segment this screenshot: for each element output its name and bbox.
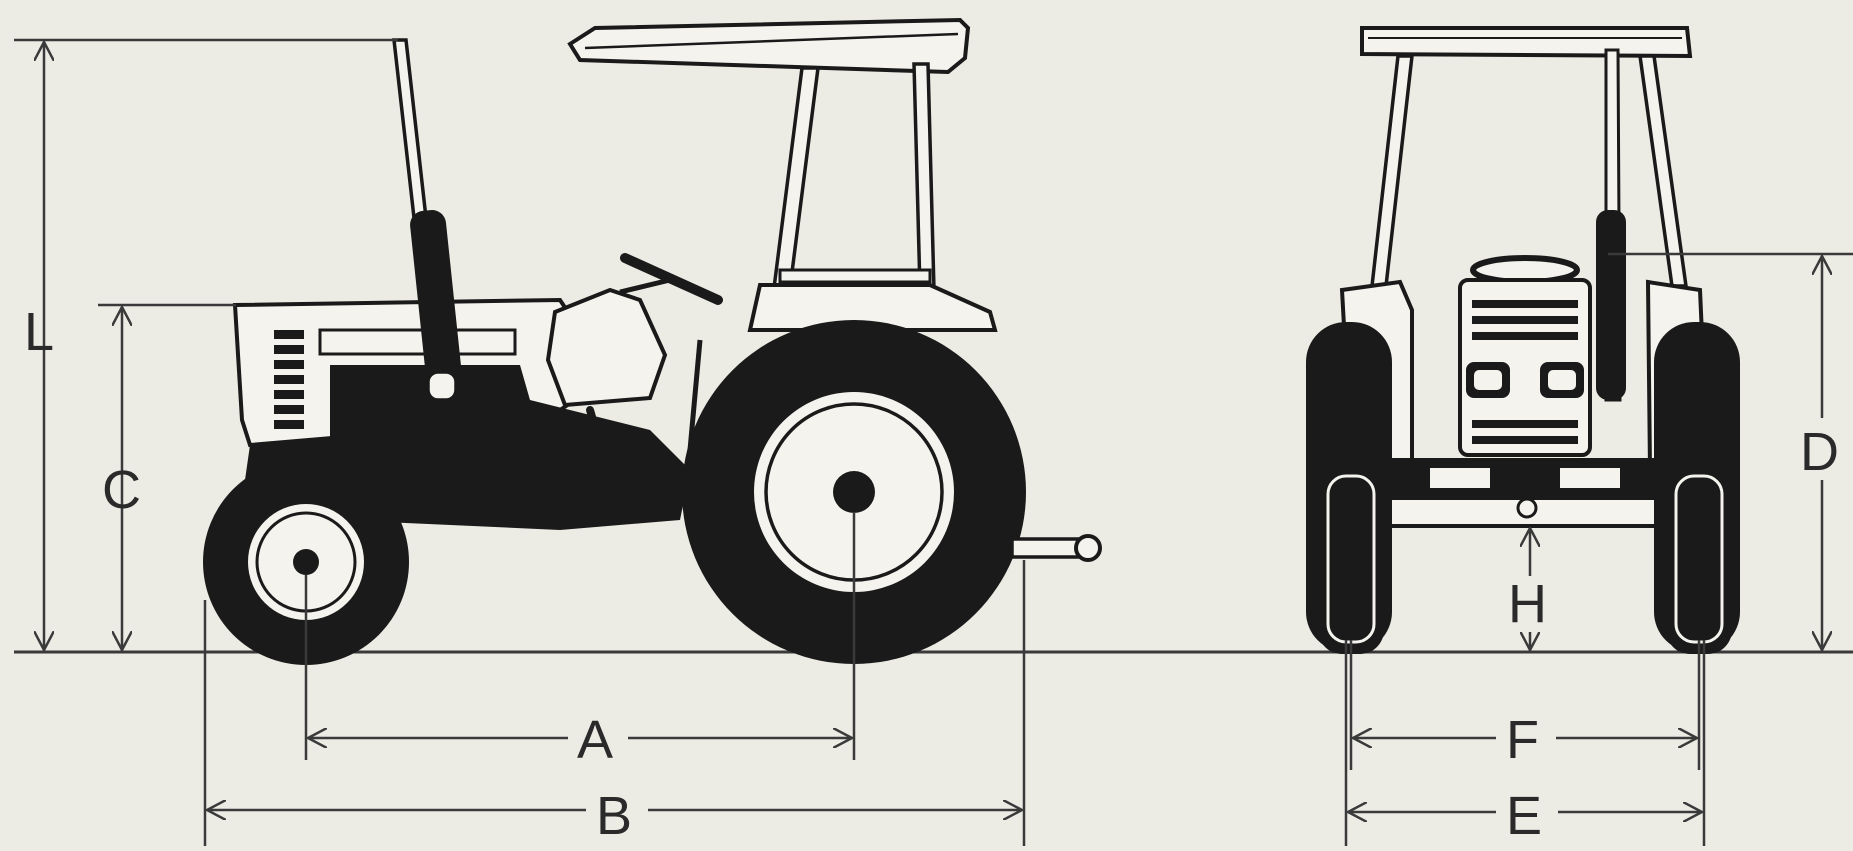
tractor-front-view	[1306, 26, 1740, 654]
side-steering-wheel	[620, 253, 723, 305]
dim-label-A: A	[577, 710, 613, 770]
dim-label-D: D	[1800, 422, 1839, 482]
side-canopy-post-front	[772, 66, 820, 290]
front-view-front-tire-right	[1666, 462, 1732, 654]
tractor-side-view	[203, 17, 1102, 665]
side-canopy-post-rear	[912, 62, 936, 292]
side-hydraulic-lever	[687, 339, 703, 451]
dim-label-B: B	[596, 786, 632, 846]
side-muffler-cap	[426, 370, 458, 402]
side-front-hub	[293, 549, 319, 575]
side-muffler	[410, 209, 462, 391]
side-canopy-roof-edge	[584, 32, 959, 50]
dim-label-F: F	[1506, 710, 1539, 770]
side-steering-column	[619, 277, 671, 295]
front-muffler	[1596, 210, 1626, 400]
side-dashboard	[545, 287, 668, 408]
side-drawbar-pin	[1074, 534, 1102, 562]
dim-label-C: C	[102, 460, 141, 520]
front-view-front-tire-left	[1318, 462, 1384, 654]
side-rear-fender	[747, 283, 998, 332]
front-axle-pivot	[1516, 497, 1538, 519]
front-canopy-roof	[1360, 26, 1693, 59]
front-canopy-post-right	[1637, 54, 1689, 288]
front-grille-bars	[1472, 300, 1578, 444]
front-canopy-post-left	[1370, 54, 1414, 288]
dim-label-E: E	[1506, 786, 1542, 846]
side-grille-vents	[274, 330, 304, 429]
dim-label-H: H	[1508, 574, 1547, 634]
side-rear-hub	[833, 471, 875, 513]
side-canopy-roof	[567, 17, 971, 75]
dim-label-L: L	[24, 302, 54, 362]
side-canopy-crossbar	[778, 268, 932, 284]
side-gear-lever	[586, 406, 614, 482]
side-hood-stripe	[318, 328, 517, 356]
